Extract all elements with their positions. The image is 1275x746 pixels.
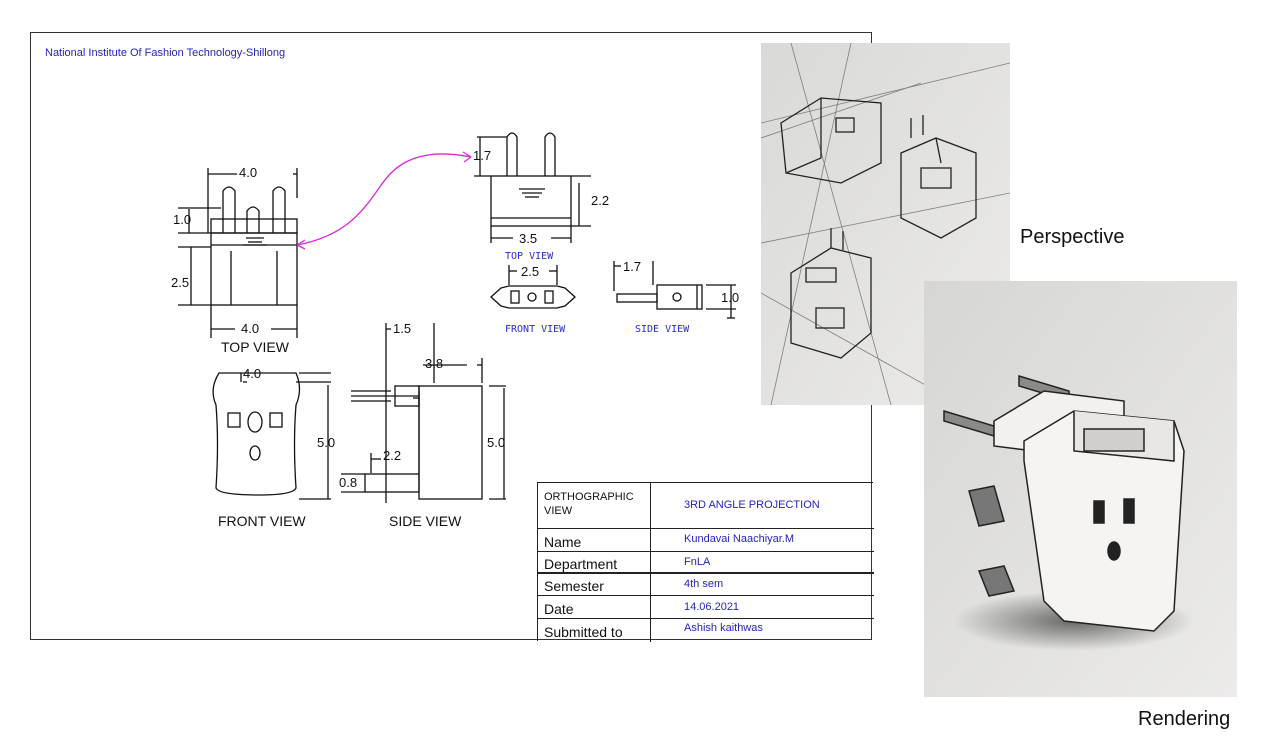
front-view-small-shape (490, 285, 576, 309)
dim-small-side-pin: 1.7 (623, 259, 642, 274)
orthographic-view-heading: ORTHOGRAPHIC VIEW (544, 491, 634, 517)
title-block-row-submitted: Submitted to Ashish kaithwas (538, 619, 874, 642)
dim-top-pin: 1.0 (173, 212, 192, 227)
dim-front-width: 4.0 (243, 366, 262, 381)
dim-top-height: 2.5 (171, 275, 190, 290)
name-key: Name (544, 534, 582, 550)
front-view-label: FRONT VIEW (218, 513, 306, 529)
dim-top-width: 4.0 (239, 165, 258, 180)
dim-small-side-height: 1.0 (721, 290, 740, 305)
dim-small-top-pin: 1.7 (473, 148, 492, 163)
dim-small-top-width: 3.5 (519, 231, 538, 246)
small-top-view-label: TOP VIEW (505, 251, 554, 262)
dim-small-front-width: 2.5 (521, 264, 540, 279)
institute-name: National Institute Of Fashion Technology… (45, 47, 286, 59)
side-view-main-shape (351, 385, 483, 500)
perspective-sketch-drawing (761, 43, 1010, 405)
title-block-row-name: Name Kundavai Naachiyar.M (538, 529, 874, 552)
side-view-label: SIDE VIEW (389, 513, 462, 529)
front-view-main-shape (212, 372, 301, 496)
projection-value: 3RD ANGLE PROJECTION (684, 499, 820, 511)
rendering-photo (924, 281, 1237, 697)
dim-side-base: 0.8 (339, 475, 358, 490)
semester-value: 4th sem (684, 578, 724, 590)
small-front-view-label: FRONT VIEW (505, 324, 566, 335)
perspective-caption: Perspective (1020, 226, 1125, 248)
top-view-small-shape (490, 132, 572, 227)
department-value: FnLA (684, 556, 711, 568)
title-block-row-semester: Semester 4th sem (538, 574, 874, 596)
date-value: 14.06.2021 (684, 601, 740, 613)
title-block: ORTHOGRAPHIC VIEW 3RD ANGLE PROJECTION N… (537, 482, 874, 642)
semester-key: Semester (544, 578, 604, 594)
dim-small-top-height: 2.2 (591, 193, 610, 208)
name-value: Kundavai Naachiyar.M (684, 533, 795, 545)
drawing-sheet: National Institute Of Fashion Technology… (30, 32, 874, 642)
dim-top-bottom-width: 4.0 (241, 321, 260, 336)
dim-side-pin: 1.5 (393, 321, 412, 336)
title-block-row-department: Department FnLA (538, 552, 874, 574)
orthographic-drawing (178, 132, 736, 503)
dim-side-depth: 3.8 (425, 356, 444, 371)
rendering-drawing (924, 281, 1237, 697)
title-block-divider (650, 483, 651, 642)
dim-side-height: 5.0 (487, 435, 506, 450)
small-side-view-label: SIDE VIEW (635, 324, 690, 335)
top-view-label: TOP VIEW (221, 339, 289, 355)
submitted-value: Ashish kaithwas (684, 622, 763, 634)
connector-arrow (296, 153, 472, 246)
title-block-row-date: Date 14.06.2021 (538, 596, 874, 619)
rendering-caption: Rendering (1138, 708, 1231, 730)
top-view-main-shape (210, 186, 298, 306)
date-key: Date (544, 601, 574, 617)
title-block-header-row: ORTHOGRAPHIC VIEW 3RD ANGLE PROJECTION (538, 483, 874, 529)
dim-side-pin2: 2.2 (383, 448, 402, 463)
submitted-key: Submitted to (544, 624, 623, 640)
side-view-small-shape (616, 284, 703, 310)
dim-front-height: 5.0 (317, 435, 336, 450)
department-key: Department (544, 556, 618, 572)
